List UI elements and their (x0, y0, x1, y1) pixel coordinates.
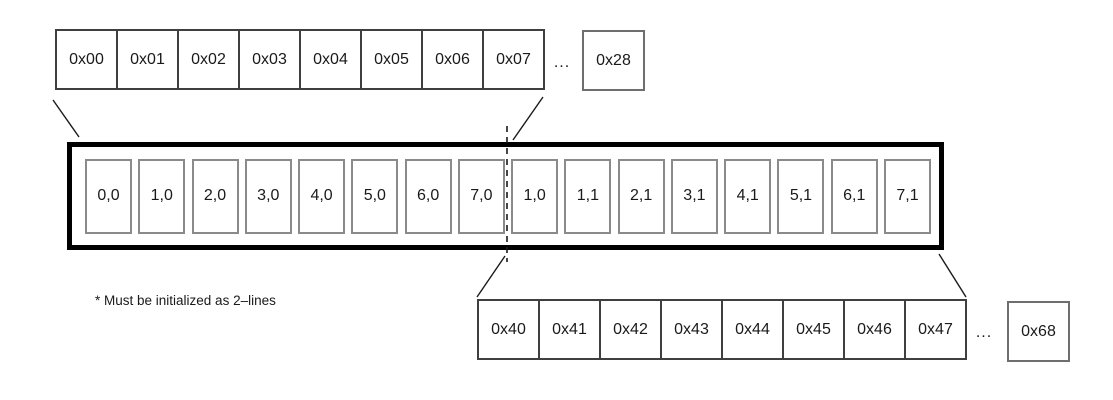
buffer-cell: 2,1 (617, 158, 665, 234)
display-buffer-box: 0,0 1,0 2,0 3,0 4,0 5,0 6,0 7,0 1,0 1,1 … (67, 142, 944, 250)
address-cell: 0x42 (599, 299, 662, 360)
address-cell: 0x46 (843, 299, 906, 360)
address-cell: 0x02 (177, 29, 240, 90)
buffer-cell: 3,1 (670, 158, 718, 234)
buffer-cell: 0,0 (85, 158, 132, 234)
address-cell: 0x07 (482, 29, 545, 90)
bottom-address-strip: 0x40 0x41 0x42 0x43 0x44 0x45 0x46 0x47 (477, 299, 967, 360)
buffer-cell: 2,0 (191, 158, 239, 234)
connector-bottom-left (476, 255, 506, 298)
connector-top-right (512, 96, 544, 141)
buffer-cell: 4,1 (724, 158, 772, 234)
address-cell: 0x47 (904, 299, 967, 360)
address-cell-tail: 0x68 (1007, 301, 1070, 362)
address-cell: 0x06 (421, 29, 484, 90)
top-row-ellipsis: ... (553, 53, 571, 71)
top-address-strip: 0x00 0x01 0x02 0x03 0x04 0x05 0x06 0x07 (55, 29, 545, 90)
buffer-cell: 1,0 (138, 158, 186, 234)
buffer-cell: 6,0 (404, 158, 452, 234)
connector-top-left (52, 99, 80, 138)
address-cell: 0x40 (477, 299, 540, 360)
buffer-cell: 3,0 (244, 158, 292, 234)
connector-bottom-right (938, 253, 967, 298)
buffer-cell: 5,1 (777, 158, 825, 234)
address-cell: 0x04 (299, 29, 362, 90)
address-cell: 0x03 (238, 29, 301, 90)
address-cell: 0x05 (360, 29, 423, 90)
address-cell: 0x01 (116, 29, 179, 90)
footnote: * Must be initialized as 2–lines (95, 293, 276, 308)
address-cell-tail: 0x28 (582, 30, 645, 91)
buffer-cell: 7,1 (883, 158, 931, 234)
buffer-cell: 6,1 (830, 158, 878, 234)
address-cell: 0x43 (660, 299, 723, 360)
address-cell: 0x45 (782, 299, 845, 360)
address-cell: 0x00 (55, 29, 118, 90)
address-cell: 0x44 (721, 299, 784, 360)
address-cell: 0x41 (538, 299, 601, 360)
buffer-cell: 1,0 (511, 158, 559, 234)
buffer-cell: 5,0 (351, 158, 399, 234)
buffer-cell: 7,0 (457, 158, 505, 234)
buffer-cell: 4,0 (298, 158, 346, 234)
bottom-row-ellipsis: ... (975, 323, 993, 341)
buffer-cell: 1,1 (564, 158, 612, 234)
